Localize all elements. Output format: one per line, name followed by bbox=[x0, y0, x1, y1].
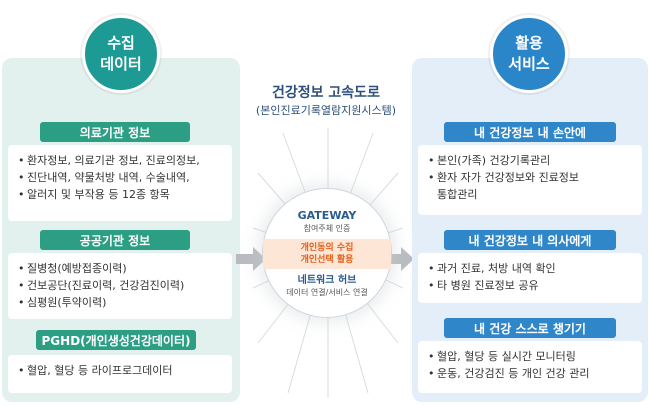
section-title-self-care: 내 건강 스스로 챙기기 bbox=[444, 318, 616, 338]
utilization-service-circle: 활용 서비스 bbox=[490, 15, 568, 93]
medical-institution-card: 환자정보, 의료기관 정보, 진료의정보, 진단내역, 약물처방 내역, 수술내… bbox=[8, 145, 232, 221]
list-item: 본인(가족) 건강기록관리 bbox=[428, 152, 634, 169]
arrow-right-icon bbox=[388, 247, 414, 271]
section-title-my-hands: 내 건강정보 내 손안에 bbox=[444, 122, 616, 142]
utilization-circle-line2: 서비스 bbox=[508, 55, 550, 73]
self-care-card: 혈압, 혈당 등 실시간 모니터링 운동, 건강검진 등 개인 건강 관리 bbox=[418, 341, 642, 393]
consent-box: 개인동의 수집 개인선택 활용 bbox=[263, 238, 391, 269]
network-hub-sublabel: 데이터 연결/서비스 연결 bbox=[286, 287, 368, 297]
list-item: 심평원(투약이력) bbox=[18, 294, 224, 311]
list-item: 통합관리 bbox=[437, 188, 478, 201]
section-title-medical-institution: 의료기관 정보 bbox=[40, 122, 190, 142]
list-item: 진단내역, 약물처방 내역, 수술내역, bbox=[18, 169, 224, 186]
pghd-card: 혈압, 혈당 등 라이프로그데이터 bbox=[8, 355, 232, 393]
list-item: 혈압, 혈당 등 라이프로그데이터 bbox=[18, 362, 224, 379]
gateway-hub: GATEWAY 참여주체 인증 개인동의 수집 개인선택 활용 네트워크 허브 … bbox=[262, 188, 392, 318]
list-item: 운동, 건강검진 등 개인 건강 관리 bbox=[428, 365, 634, 382]
consent-line2: 개인선택 활용 bbox=[300, 254, 354, 265]
collection-circle-line1: 수집 bbox=[107, 34, 135, 52]
gateway-label: GATEWAY bbox=[297, 208, 357, 222]
list-item: 혈압, 혈당 등 실시간 모니터링 bbox=[428, 348, 634, 365]
center-title: 건강정보 고속도로 bbox=[272, 85, 380, 101]
collection-circle-line2: 데이터 bbox=[100, 55, 142, 73]
list-item: 건보공단(진료이력, 건강검진이력) bbox=[18, 277, 224, 294]
consent-line1: 개인동의 수집 bbox=[300, 242, 354, 253]
list-item: 타 병원 진료정보 공유 bbox=[428, 277, 634, 294]
section-title-my-doctor: 내 건강정보 내 의사에게 bbox=[444, 230, 616, 250]
public-institution-card: 질병청(예방접종이력) 건보공단(진료이력, 건강검진이력) 심평원(투약이력) bbox=[8, 253, 232, 319]
section-title-pghd: PGHD(개인생성건강데이터) bbox=[36, 330, 196, 350]
my-doctor-card: 과거 진료, 처방 내역 확인 타 병원 진료정보 공유 bbox=[418, 253, 642, 303]
my-hands-card: 본인(가족) 건강기록관리 환자 자가 건강정보와 진료정보 통합관리 bbox=[418, 145, 642, 215]
list-item: 과거 진료, 처방 내역 확인 bbox=[428, 260, 634, 277]
center-subtitle: (본인진료기록열람지원시스템) bbox=[255, 104, 397, 117]
utilization-circle-line1: 활용 bbox=[515, 34, 543, 52]
arrow-right-icon bbox=[236, 247, 266, 271]
collection-data-circle: 수집 데이터 bbox=[82, 15, 160, 93]
section-title-public-institution: 공공기관 정보 bbox=[40, 230, 190, 250]
gateway-sublabel: 참여주체 인증 bbox=[303, 223, 351, 233]
list-item: 환자 자가 건강정보와 진료정보 bbox=[428, 169, 634, 186]
list-item: 질병청(예방접종이력) bbox=[18, 260, 224, 277]
list-item: 환자정보, 의료기관 정보, 진료의정보, bbox=[18, 152, 224, 169]
network-hub-label: 네트워크 허브 bbox=[297, 274, 357, 286]
list-item: 알러지 및 부작용 등 12종 항목 bbox=[18, 186, 224, 203]
